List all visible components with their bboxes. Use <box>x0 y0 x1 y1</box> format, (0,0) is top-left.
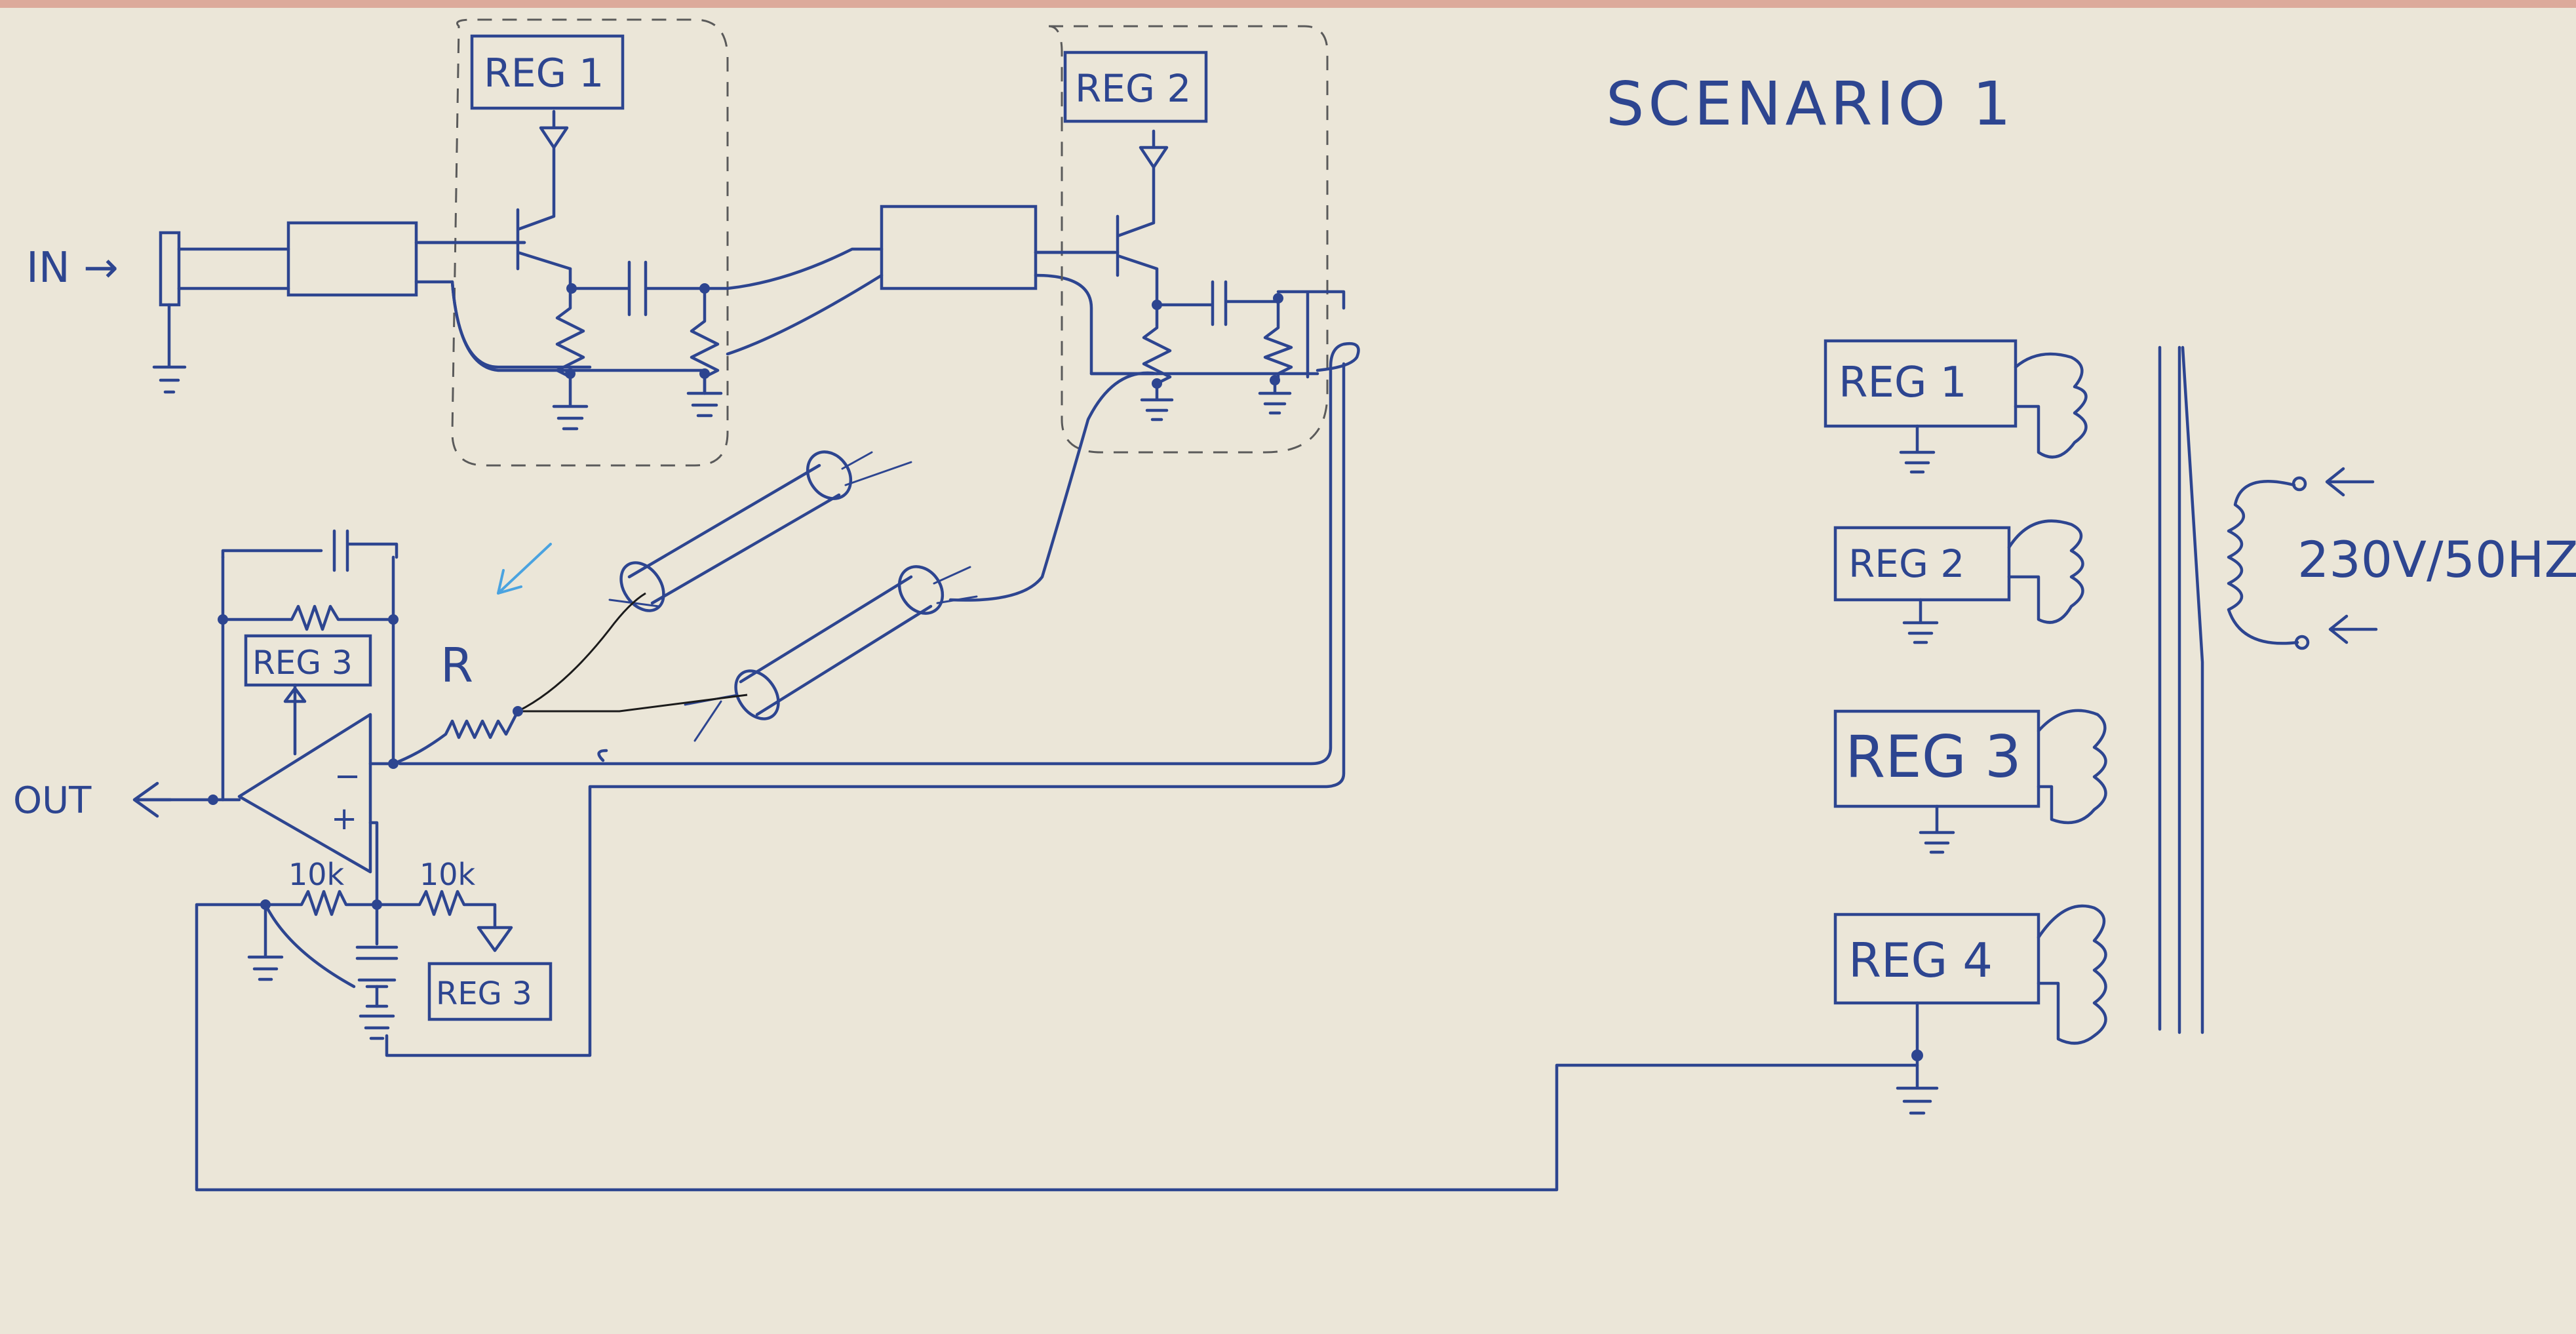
svg-text:−: − <box>334 758 361 795</box>
svg-text:REG 1: REG 1 <box>1839 359 1967 407</box>
stage2-coupling-capacitor <box>1155 280 1283 326</box>
supply-reg2: REG 2 <box>1833 519 2084 644</box>
svg-text:REG 4: REG 4 <box>1848 933 1993 988</box>
stage1-regulator-box: REG 1 <box>470 34 625 110</box>
transformer-primary <box>2227 467 2378 650</box>
stage1-ground-symbols <box>552 368 723 431</box>
output-node <box>208 795 218 805</box>
stage1-emitter-resistor <box>555 283 585 379</box>
shield-wire-stage2 <box>948 371 1159 602</box>
stage1-transistor <box>516 109 572 287</box>
feedback-capacitor <box>221 529 399 572</box>
stage1-dashed-box <box>451 18 729 467</box>
svg-text:REG 2: REG 2 <box>1075 66 1191 111</box>
supply-reg4: REG 4 <box>1833 904 2107 1115</box>
supply-reg3: REG 3 <box>1833 709 2107 854</box>
stage2-output-resistor <box>1263 296 1293 382</box>
blue-arrow-icon <box>497 543 552 595</box>
svg-text:REG 3: REG 3 <box>436 975 532 1012</box>
stage2-return-wire <box>398 342 1360 766</box>
output-label: OUT <box>13 779 92 822</box>
bias-ground-symbols <box>195 903 1919 1192</box>
svg-text:REG 3: REG 3 <box>252 644 353 682</box>
supply-reg1: REG 1 <box>1824 339 2088 474</box>
rca-connector-upper <box>608 450 912 612</box>
interstage-wires <box>1034 250 1156 376</box>
feedback-resistor <box>218 555 399 802</box>
bias-resistor-2 <box>375 890 513 952</box>
stage2-output-wire <box>1276 290 1346 379</box>
stage2-dashed-box <box>1048 25 1329 454</box>
bias-resistor-1-value: 10k <box>288 857 345 892</box>
stage2-ground-symbols <box>1140 375 1292 422</box>
resistor-r-label: R <box>440 638 473 693</box>
pencil-wire-lower <box>518 694 748 713</box>
bias-capacitor <box>263 903 399 1008</box>
bias-resistor-1 <box>260 890 382 916</box>
paper-top-edge <box>0 0 2576 8</box>
interstage-cable-block <box>880 205 1038 290</box>
stage1-ground-rail <box>450 280 707 372</box>
bias-resistor-2-value: 10k <box>420 857 476 892</box>
opamp-bias-regulator-box: REG 3 <box>427 962 553 1021</box>
input-label: IN → <box>26 244 119 292</box>
input-jack <box>152 231 290 394</box>
jumper-wire <box>597 749 608 762</box>
svg-text:REG 1: REG 1 <box>484 50 604 96</box>
pencil-wire-upper <box>517 592 646 713</box>
stage1-output-wire <box>703 247 884 356</box>
out-arrow-icon <box>132 781 172 818</box>
transformer-core <box>2158 345 2204 1034</box>
stage1-coupling-capacitor <box>570 260 710 317</box>
opamp-symbol: − + <box>237 699 399 907</box>
stage2-transistor <box>1116 129 1169 307</box>
svg-text:REG 2: REG 2 <box>1848 541 1964 586</box>
svg-text:REG 3: REG 3 <box>1845 723 2021 791</box>
mains-voltage-label: 230V/50HZ <box>2297 530 2576 589</box>
svg-text:+: + <box>331 800 357 837</box>
input-resistor-r <box>391 706 523 766</box>
stage2-return-wire-2 <box>385 362 1346 1057</box>
input-cable-block <box>286 221 418 297</box>
scenario-title: SCENARIO 1 <box>1606 69 2015 139</box>
stage2-regulator-box: REG 2 <box>1063 50 1208 123</box>
rca-connector-lower <box>684 565 978 742</box>
opamp-feedback-regulator-box: REG 3 <box>244 634 372 703</box>
